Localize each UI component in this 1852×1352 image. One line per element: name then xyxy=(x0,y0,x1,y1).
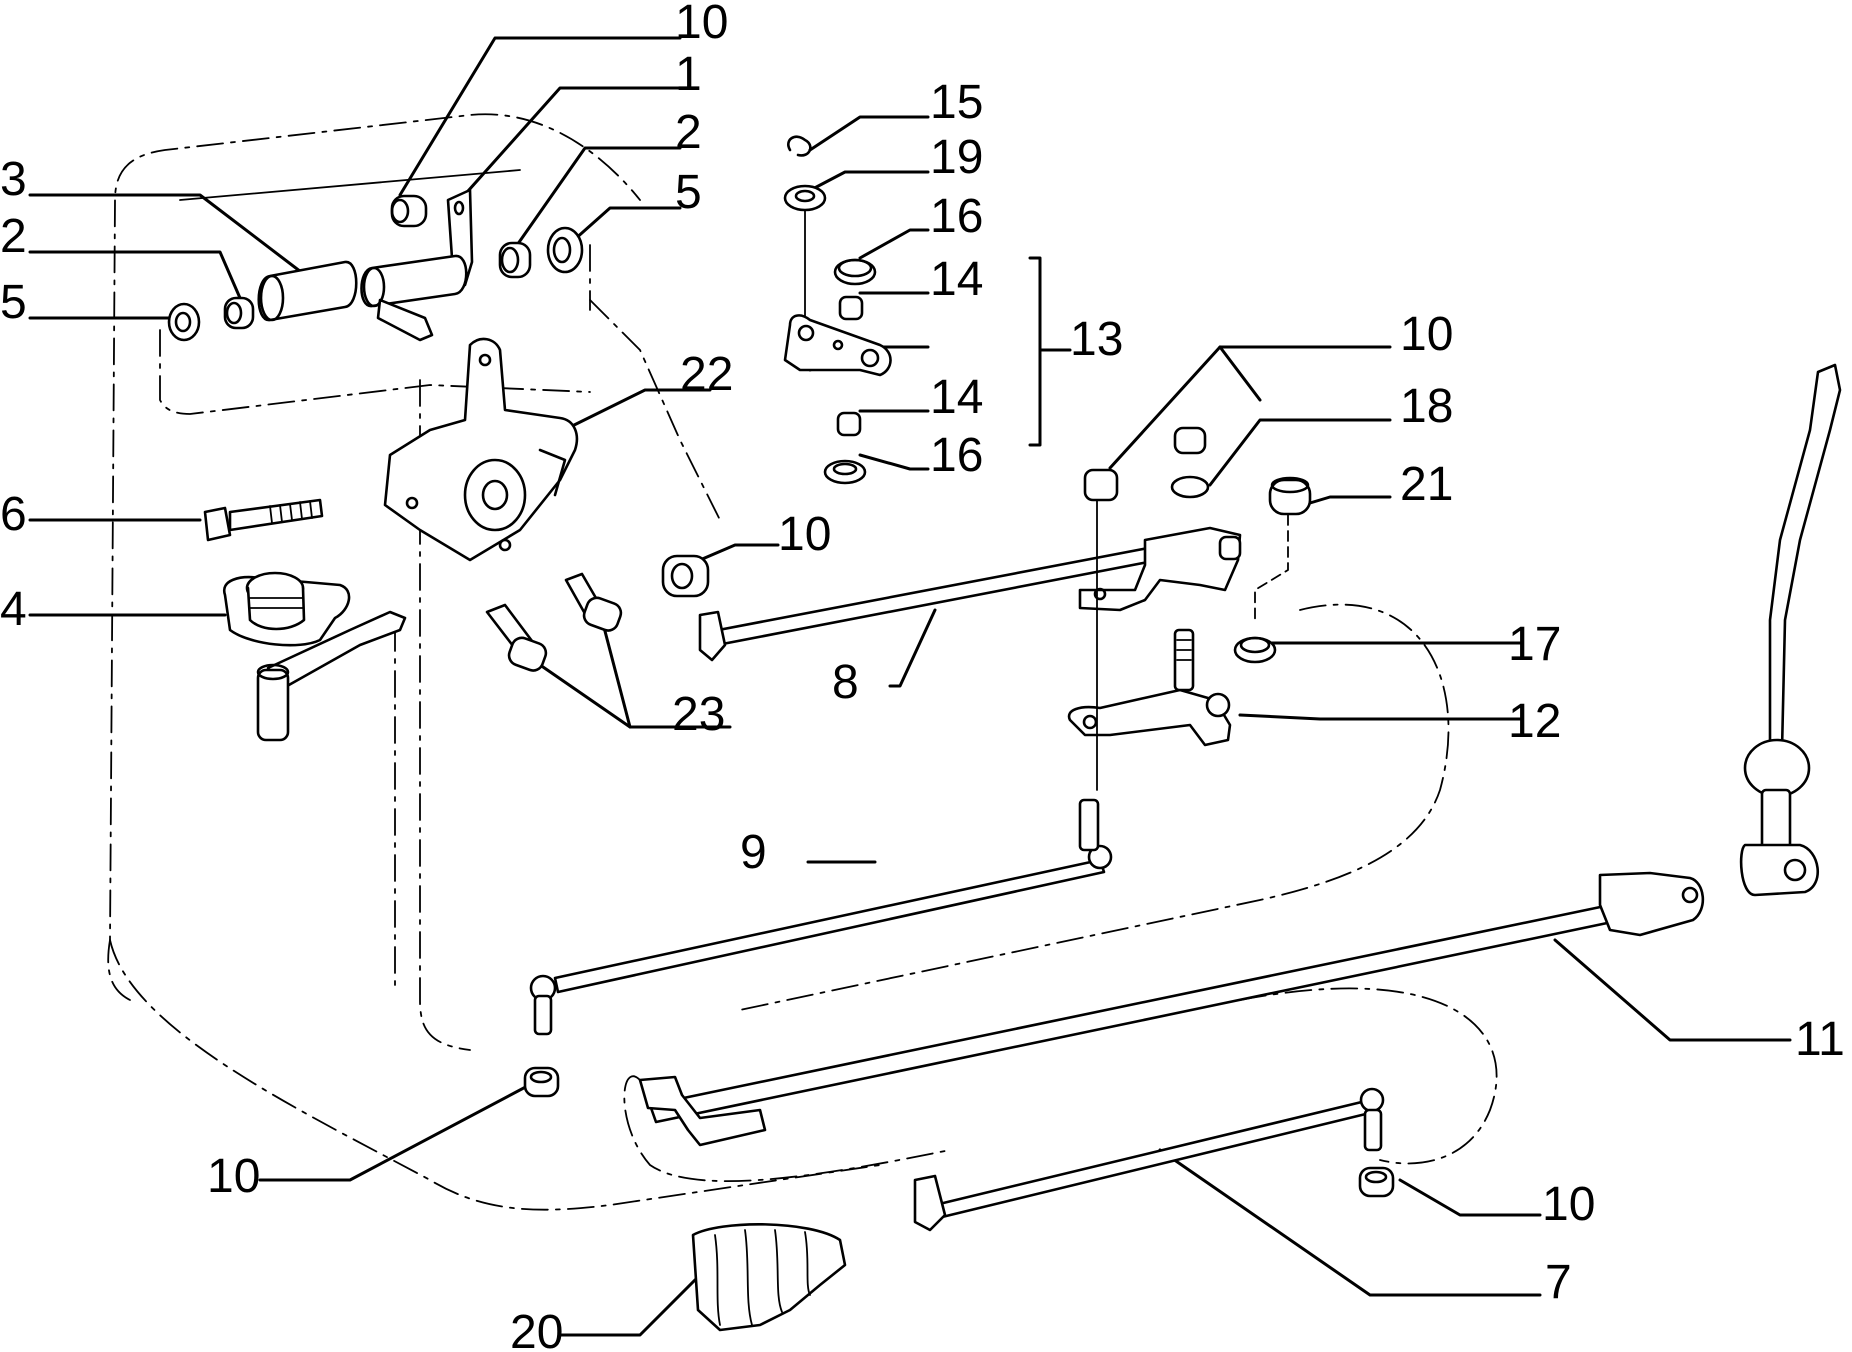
bushing-2-right xyxy=(498,241,532,279)
callout-5-right: 5 xyxy=(675,166,702,219)
nut-10-mid xyxy=(661,554,710,598)
callout-16-top: 16 xyxy=(930,190,983,243)
bushing-16-bottom xyxy=(823,459,867,485)
housing-outline xyxy=(107,113,1498,1211)
callout-18: 18 xyxy=(1400,380,1453,433)
rod-11 xyxy=(638,871,1705,1147)
rod-9 xyxy=(529,798,1113,1036)
callout-3: 3 xyxy=(0,153,27,206)
callout-10-mid: 10 xyxy=(778,508,831,561)
cover-4 xyxy=(222,571,351,647)
callout-12: 12 xyxy=(1508,695,1561,748)
selector-shaft xyxy=(360,254,468,342)
callout-11: 11 xyxy=(1795,1013,1845,1066)
bushing-16-top xyxy=(833,258,877,286)
callout-15: 15 xyxy=(930,76,983,129)
callout-14-bottom: 14 xyxy=(930,371,983,424)
washer-5-left xyxy=(167,302,201,342)
callout-10-bottom-left: 10 xyxy=(207,1150,260,1203)
bushing-14-bottom xyxy=(836,411,862,437)
rod-7 xyxy=(913,1087,1385,1232)
callout-4: 4 xyxy=(0,583,27,636)
callout-10-right: 10 xyxy=(1400,308,1453,361)
nut-10-bottom-right xyxy=(1358,1166,1395,1198)
screws-23 xyxy=(485,572,623,672)
bolt-6 xyxy=(203,498,324,542)
callout-2-left: 2 xyxy=(0,210,27,263)
callout-8: 8 xyxy=(832,656,859,709)
callout-16-bottom: 16 xyxy=(930,429,983,482)
callout-20: 20 xyxy=(510,1306,563,1352)
callout-7: 7 xyxy=(1545,1256,1572,1309)
selector-lever xyxy=(256,610,407,742)
rod-8 xyxy=(698,526,1242,662)
leader-lines xyxy=(28,36,1792,1337)
bracket-22 xyxy=(383,337,579,562)
boot-20 xyxy=(691,1223,847,1332)
cap-21 xyxy=(1254,476,1312,621)
callout-6: 6 xyxy=(0,488,27,541)
clip-15 xyxy=(787,135,812,157)
nut-10-right xyxy=(1083,426,1207,502)
callout-22: 22 xyxy=(680,348,733,401)
callout-1: 1 xyxy=(675,48,702,101)
callout-17: 17 xyxy=(1508,618,1561,671)
nut-10-bottom-left xyxy=(523,1066,560,1098)
callout-10-bottom-right: 10 xyxy=(1542,1178,1595,1231)
sleeve-3 xyxy=(257,260,358,322)
washer-18 xyxy=(1170,475,1210,499)
gear-stick xyxy=(1739,363,1842,897)
callout-13: 13 xyxy=(1070,313,1123,366)
callout-23: 23 xyxy=(672,688,725,741)
bushing-2-left xyxy=(223,296,255,330)
callout-10-top: 10 xyxy=(675,0,728,49)
washer-5-right xyxy=(546,226,584,274)
bushing-14-top xyxy=(838,295,864,321)
callout-21: 21 xyxy=(1400,458,1453,511)
callout-14-top: 14 xyxy=(930,253,983,306)
lever-13 xyxy=(783,314,892,377)
lever-12 xyxy=(1067,628,1232,747)
callout-2-right: 2 xyxy=(675,106,702,159)
callout-9: 9 xyxy=(740,826,767,879)
callout-5-left: 5 xyxy=(0,276,27,329)
washer-19 xyxy=(783,184,827,321)
nut-10-top xyxy=(390,194,428,228)
grommet-17 xyxy=(1233,636,1277,664)
callout-19: 19 xyxy=(930,131,983,184)
